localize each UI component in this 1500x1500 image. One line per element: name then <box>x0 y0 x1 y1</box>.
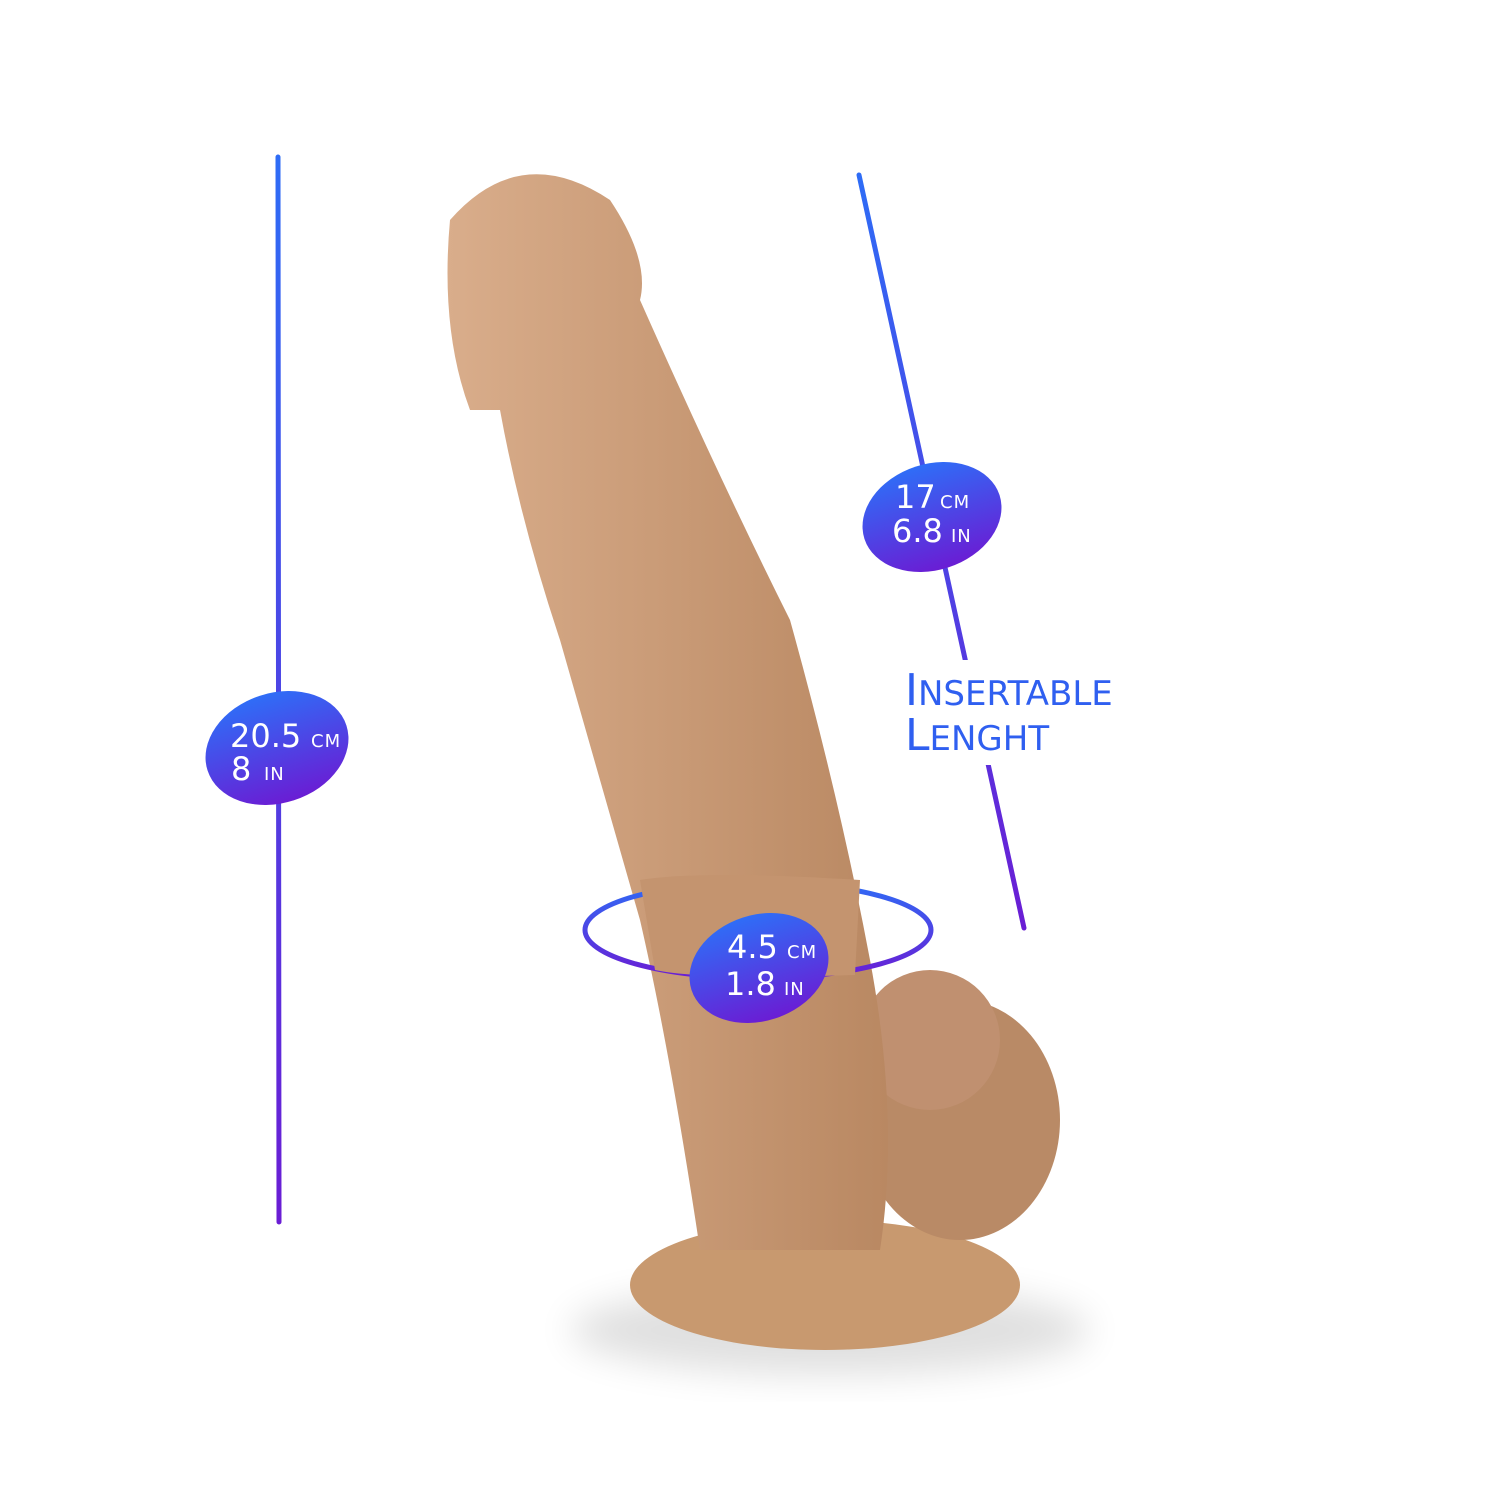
caption-line2-initial: L <box>905 710 930 761</box>
caption-line1-rest: NSERTABLE <box>918 674 1113 714</box>
caption-line2-rest: ENGHT <box>930 719 1050 759</box>
insertable-in-value: 6.8 <box>892 512 943 550</box>
insertable-length-badge: 17 CM 6.8 IN <box>862 462 1002 572</box>
svg-text:INSERTABLE: INSERTABLE <box>905 665 1113 716</box>
diameter-in-unit: IN <box>784 979 805 1000</box>
caption-line1-initial: I <box>905 665 918 716</box>
total-in-value: 8 <box>231 750 251 788</box>
total-cm-value: 20.5 <box>230 717 301 755</box>
diameter-badge: 4.5 CM 1.8 IN <box>689 913 829 1023</box>
total-length-badge: 20.5 CM 8 IN <box>205 691 349 805</box>
total-cm-unit: CM <box>311 731 341 752</box>
insertable-length-caption: INSERTABLE LENGHT <box>905 665 1113 761</box>
total-in-unit: IN <box>264 764 285 785</box>
total-length-line <box>275 154 282 1225</box>
diameter-cm-unit: CM <box>787 942 817 963</box>
insertable-cm-unit: CM <box>940 492 970 513</box>
product-image <box>447 174 1090 1375</box>
insertable-in-unit: IN <box>951 526 972 547</box>
diameter-cm-value: 4.5 <box>727 928 778 966</box>
svg-text:LENGHT: LENGHT <box>905 710 1049 761</box>
insertable-cm-value: 17 <box>895 478 936 516</box>
diameter-in-value: 1.8 <box>725 965 776 1003</box>
